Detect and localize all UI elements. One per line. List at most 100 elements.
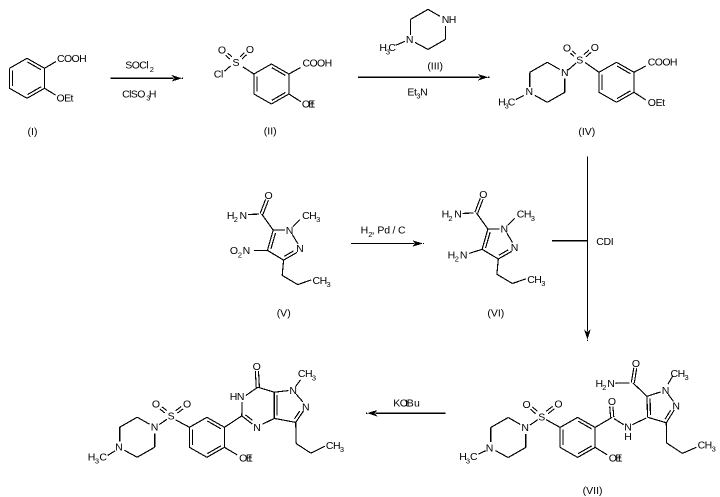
- svg-text:H: H: [442, 209, 450, 221]
- svg-text:3: 3: [505, 101, 509, 110]
- svg-text:C: C: [99, 451, 107, 463]
- svg-text:H: H: [459, 451, 467, 463]
- svg-text:(VI): (VI): [487, 307, 504, 319]
- svg-text:H: H: [498, 96, 506, 108]
- svg-text:CH: CH: [326, 440, 340, 452]
- svg-text:3: 3: [541, 279, 545, 288]
- svg-text:C: C: [508, 96, 516, 108]
- svg-text:O: O: [152, 399, 160, 411]
- svg-text:CH: CH: [517, 209, 531, 221]
- svg-text:E: E: [615, 453, 622, 465]
- svg-text:Cl: Cl: [214, 69, 223, 81]
- svg-text:N: N: [296, 243, 304, 255]
- svg-text:COOH: COOH: [648, 56, 677, 68]
- svg-text:SOCl: SOCl: [125, 60, 148, 72]
- svg-text:u: u: [414, 398, 420, 410]
- svg-text:,: ,: [372, 225, 375, 237]
- svg-text:N: N: [624, 422, 632, 434]
- svg-text:O: O: [563, 43, 571, 55]
- svg-text:3: 3: [95, 457, 99, 466]
- svg-text:2: 2: [455, 255, 459, 264]
- svg-text:t: t: [618, 453, 621, 465]
- svg-text:(IV): (IV): [578, 126, 595, 138]
- svg-text:(V): (V): [277, 307, 291, 319]
- svg-text:COOH: COOH: [57, 53, 86, 65]
- svg-text:N: N: [406, 34, 414, 46]
- svg-text:O: O: [591, 42, 599, 54]
- svg-text:N: N: [526, 86, 534, 98]
- svg-text:CDI: CDI: [596, 236, 613, 248]
- svg-text:3: 3: [340, 445, 344, 454]
- svg-text:C: C: [470, 451, 478, 463]
- svg-text:t: t: [405, 398, 408, 410]
- svg-text:2: 2: [238, 250, 242, 259]
- svg-text:O: O: [632, 358, 640, 370]
- svg-text:Pd / C: Pd / C: [377, 225, 406, 237]
- svg-text:3: 3: [327, 280, 331, 289]
- svg-text:3: 3: [316, 215, 320, 224]
- svg-text:N: N: [240, 210, 248, 222]
- svg-text:H: H: [149, 89, 157, 101]
- svg-text:B: B: [407, 398, 414, 410]
- svg-text:N: N: [286, 225, 294, 237]
- svg-text:CH: CH: [527, 274, 541, 286]
- svg-text:E: E: [246, 453, 253, 465]
- svg-text:KO: KO: [393, 398, 408, 410]
- svg-text:N: N: [253, 422, 261, 434]
- svg-text:2: 2: [448, 214, 452, 223]
- svg-text:2: 2: [602, 383, 606, 392]
- svg-text:CH: CH: [671, 368, 685, 380]
- svg-text:S: S: [168, 411, 175, 423]
- svg-text:2: 2: [234, 215, 238, 224]
- svg-text:HN: HN: [230, 391, 244, 403]
- svg-text:(III): (III): [427, 61, 443, 73]
- svg-text:O: O: [246, 44, 254, 56]
- svg-text:OEt: OEt: [648, 97, 665, 109]
- svg-text:3: 3: [531, 214, 535, 223]
- svg-text:CH: CH: [698, 440, 712, 452]
- svg-text:N: N: [511, 242, 519, 254]
- svg-text:2: 2: [150, 65, 154, 74]
- svg-text:3: 3: [466, 456, 470, 465]
- svg-text:CH: CH: [302, 210, 316, 222]
- svg-text:O: O: [609, 453, 617, 465]
- svg-text:H: H: [448, 250, 456, 262]
- svg-text:S: S: [576, 55, 583, 67]
- svg-text:N: N: [460, 250, 468, 262]
- svg-text:O: O: [608, 396, 616, 408]
- svg-text:O: O: [302, 98, 310, 110]
- svg-text:H: H: [624, 431, 632, 443]
- svg-text:N: N: [115, 442, 123, 454]
- svg-text:O: O: [230, 245, 238, 257]
- svg-text:N: N: [662, 385, 670, 397]
- svg-text:3: 3: [146, 94, 150, 103]
- svg-text:CH: CH: [313, 275, 327, 287]
- svg-text:N: N: [672, 401, 680, 413]
- svg-text:E: E: [308, 98, 315, 110]
- svg-text:C: C: [388, 42, 396, 54]
- svg-text:N: N: [607, 378, 615, 390]
- svg-text:Et: Et: [407, 86, 417, 98]
- svg-text:3: 3: [685, 373, 689, 382]
- svg-text:t: t: [311, 98, 314, 110]
- svg-text:N: N: [151, 422, 159, 434]
- svg-text:O: O: [265, 190, 273, 202]
- svg-text:2: 2: [368, 230, 372, 239]
- svg-text:S: S: [232, 57, 239, 69]
- svg-text:N: N: [501, 224, 509, 236]
- svg-text:3: 3: [312, 373, 316, 382]
- svg-text:3: 3: [416, 91, 420, 100]
- svg-text:H: H: [361, 225, 369, 237]
- svg-text:CH: CH: [298, 368, 312, 380]
- svg-text:N: N: [486, 443, 494, 455]
- svg-text:N: N: [420, 86, 428, 98]
- svg-text:S: S: [538, 412, 545, 424]
- svg-text:O: O: [218, 45, 226, 57]
- svg-text:OEt: OEt: [57, 93, 74, 105]
- svg-text:N: N: [561, 67, 569, 79]
- svg-text:N: N: [243, 245, 251, 257]
- svg-text:H: H: [596, 378, 604, 390]
- svg-text:O: O: [479, 189, 487, 201]
- svg-text:H: H: [379, 42, 387, 54]
- svg-text:O: O: [523, 399, 531, 411]
